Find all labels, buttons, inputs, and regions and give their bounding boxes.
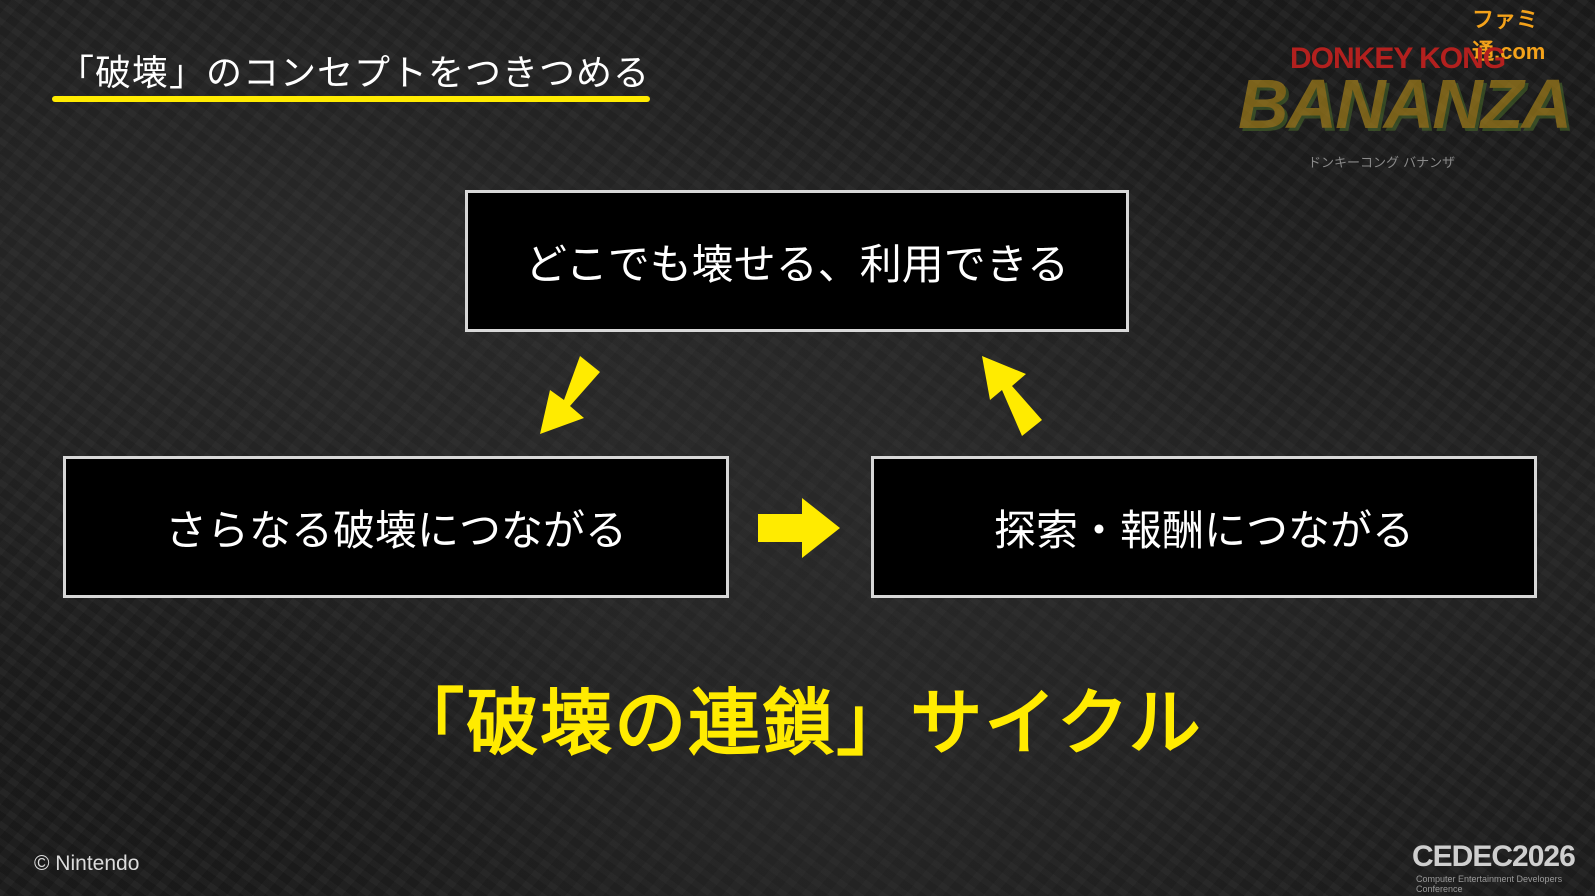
game-logo-main: BANANZA <box>1238 65 1572 143</box>
diagram-box-further-destruction: さらなる破壊につながる <box>63 456 729 598</box>
box-right-label: 探索・報酬につながる <box>993 505 1414 555</box>
box-left-label: さらなる破壊につながる <box>164 505 627 555</box>
arrow-up-left-icon <box>982 356 1042 436</box>
watermark: ファミ通.com <box>1472 7 1546 64</box>
box-top-label: どこでも壊せる、利用できる <box>525 239 1069 289</box>
event-logo-subtitle: Computer Entertainment Developers Confer… <box>1416 874 1563 894</box>
cycle-label: 「破壊の連鎖」サイクル <box>392 681 1203 765</box>
title-underline <box>52 96 650 102</box>
copyright: © Nintendo <box>34 852 140 875</box>
game-logo-kana: ドンキーコング バナンザ <box>1308 156 1456 171</box>
game-logo: DONKEY KONG BANANZA ドンキーコング バナンザ <box>1238 42 1572 172</box>
game-logo-top: DONKEY KONG <box>1290 42 1506 75</box>
slide-title: 「破壊」のコンセプトをつきつめる <box>58 53 651 94</box>
arrow-down-left-icon <box>540 356 600 434</box>
diagram-box-destroy-anywhere: どこでも壊せる、利用できる <box>465 190 1129 332</box>
arrow-right-icon <box>758 498 840 558</box>
event-logo: CEDEC2026 <box>1412 840 1576 873</box>
diagram-box-exploration-reward: 探索・報酬につながる <box>871 456 1537 598</box>
